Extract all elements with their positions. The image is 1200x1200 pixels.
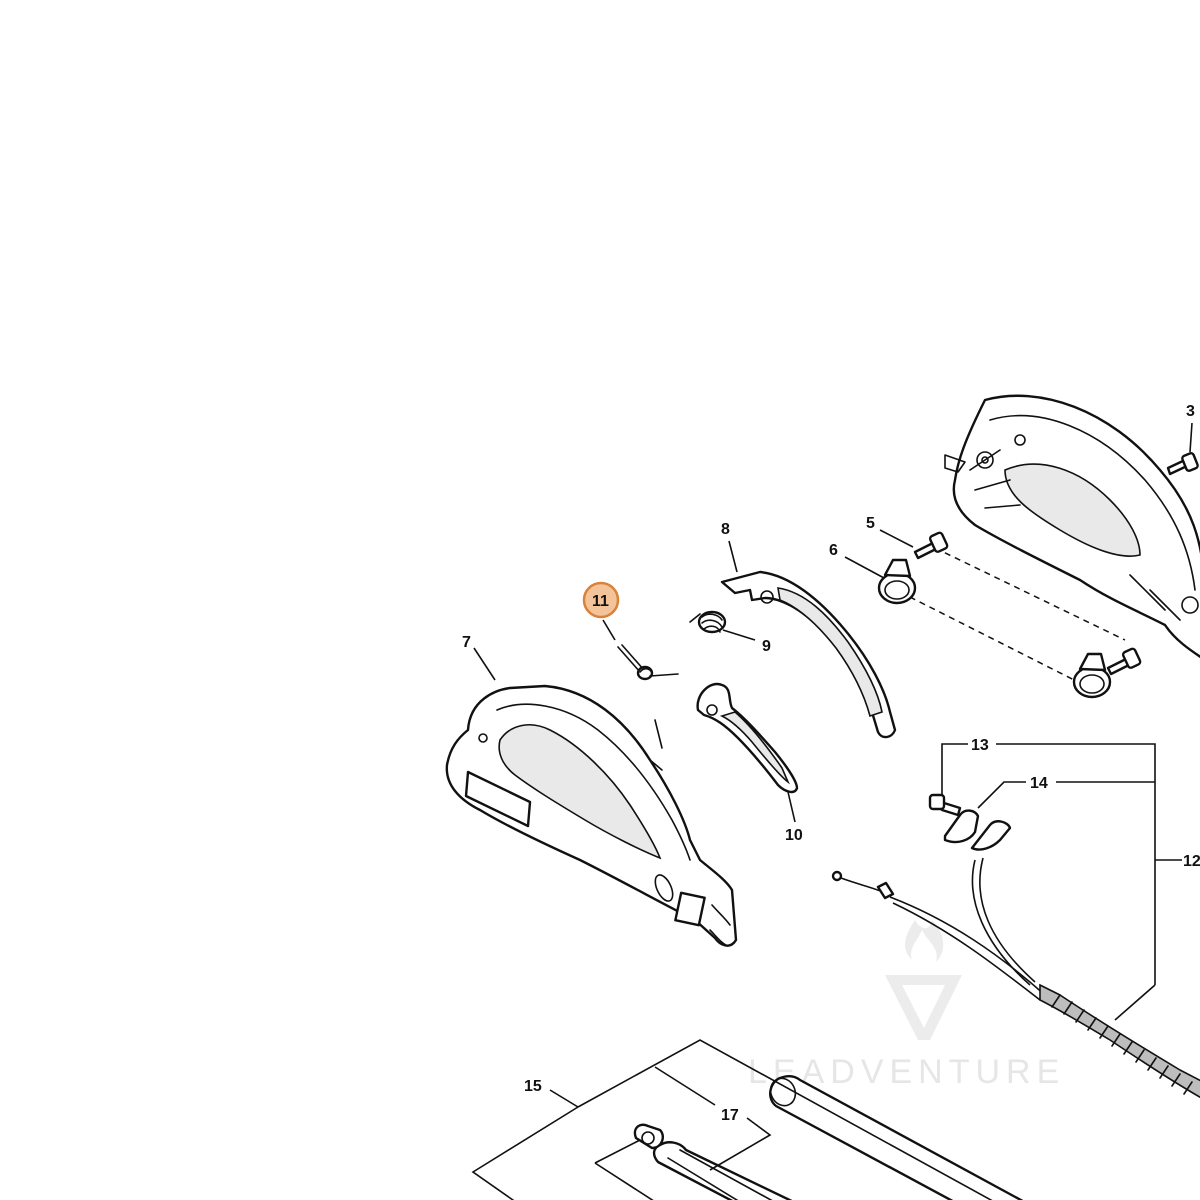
callout-9[interactable]: 9 <box>762 638 771 655</box>
leader-lines <box>471 422 1193 1200</box>
highlight-callout-11[interactable] <box>582 581 620 619</box>
part-8-lockout-lever <box>720 570 897 739</box>
callout-12[interactable]: 12 <box>1183 853 1200 870</box>
flame-v-logo-icon <box>885 920 962 1040</box>
part-7-handle-shell <box>445 684 738 947</box>
clamp-6 <box>877 558 917 605</box>
callout-13[interactable]: 13 <box>971 737 989 754</box>
part-10-throttle-trigger <box>696 682 799 794</box>
callout-17[interactable]: 17 <box>721 1107 739 1124</box>
callout-7[interactable]: 7 <box>462 634 471 651</box>
watermark: LEADVENTURE <box>748 920 1059 1091</box>
callout-15[interactable]: 15 <box>524 1078 542 1095</box>
callout-labels: 3 5 6 8 9 7 11 10 13 14 12 15 17 <box>462 403 1200 1124</box>
callout-10[interactable]: 10 <box>785 827 803 844</box>
alignment-lines <box>899 547 1126 689</box>
part-3-handle-housing <box>944 394 1200 659</box>
callout-11[interactable]: 11 <box>592 593 609 610</box>
part-14-cable-clip <box>943 809 1012 851</box>
callout-5[interactable]: 5 <box>866 515 875 532</box>
callout-3[interactable]: 3 <box>1186 403 1195 420</box>
part-17-liner <box>633 1123 793 1200</box>
callout-14[interactable]: 14 <box>1030 775 1048 792</box>
callout-6[interactable]: 6 <box>829 542 838 559</box>
screw-5-lower <box>1106 647 1142 676</box>
part-12-throttle-cable <box>831 857 1200 1099</box>
part-9-spring <box>689 610 727 634</box>
callout-8[interactable]: 8 <box>721 521 730 538</box>
screw-5 <box>913 531 949 560</box>
screw-3 <box>1166 452 1199 476</box>
part-15-drive-tube <box>769 1075 1024 1200</box>
clamp-6-lower <box>1072 652 1112 699</box>
part-11-torsion-spring <box>617 644 679 681</box>
part-13-screw <box>928 793 962 817</box>
